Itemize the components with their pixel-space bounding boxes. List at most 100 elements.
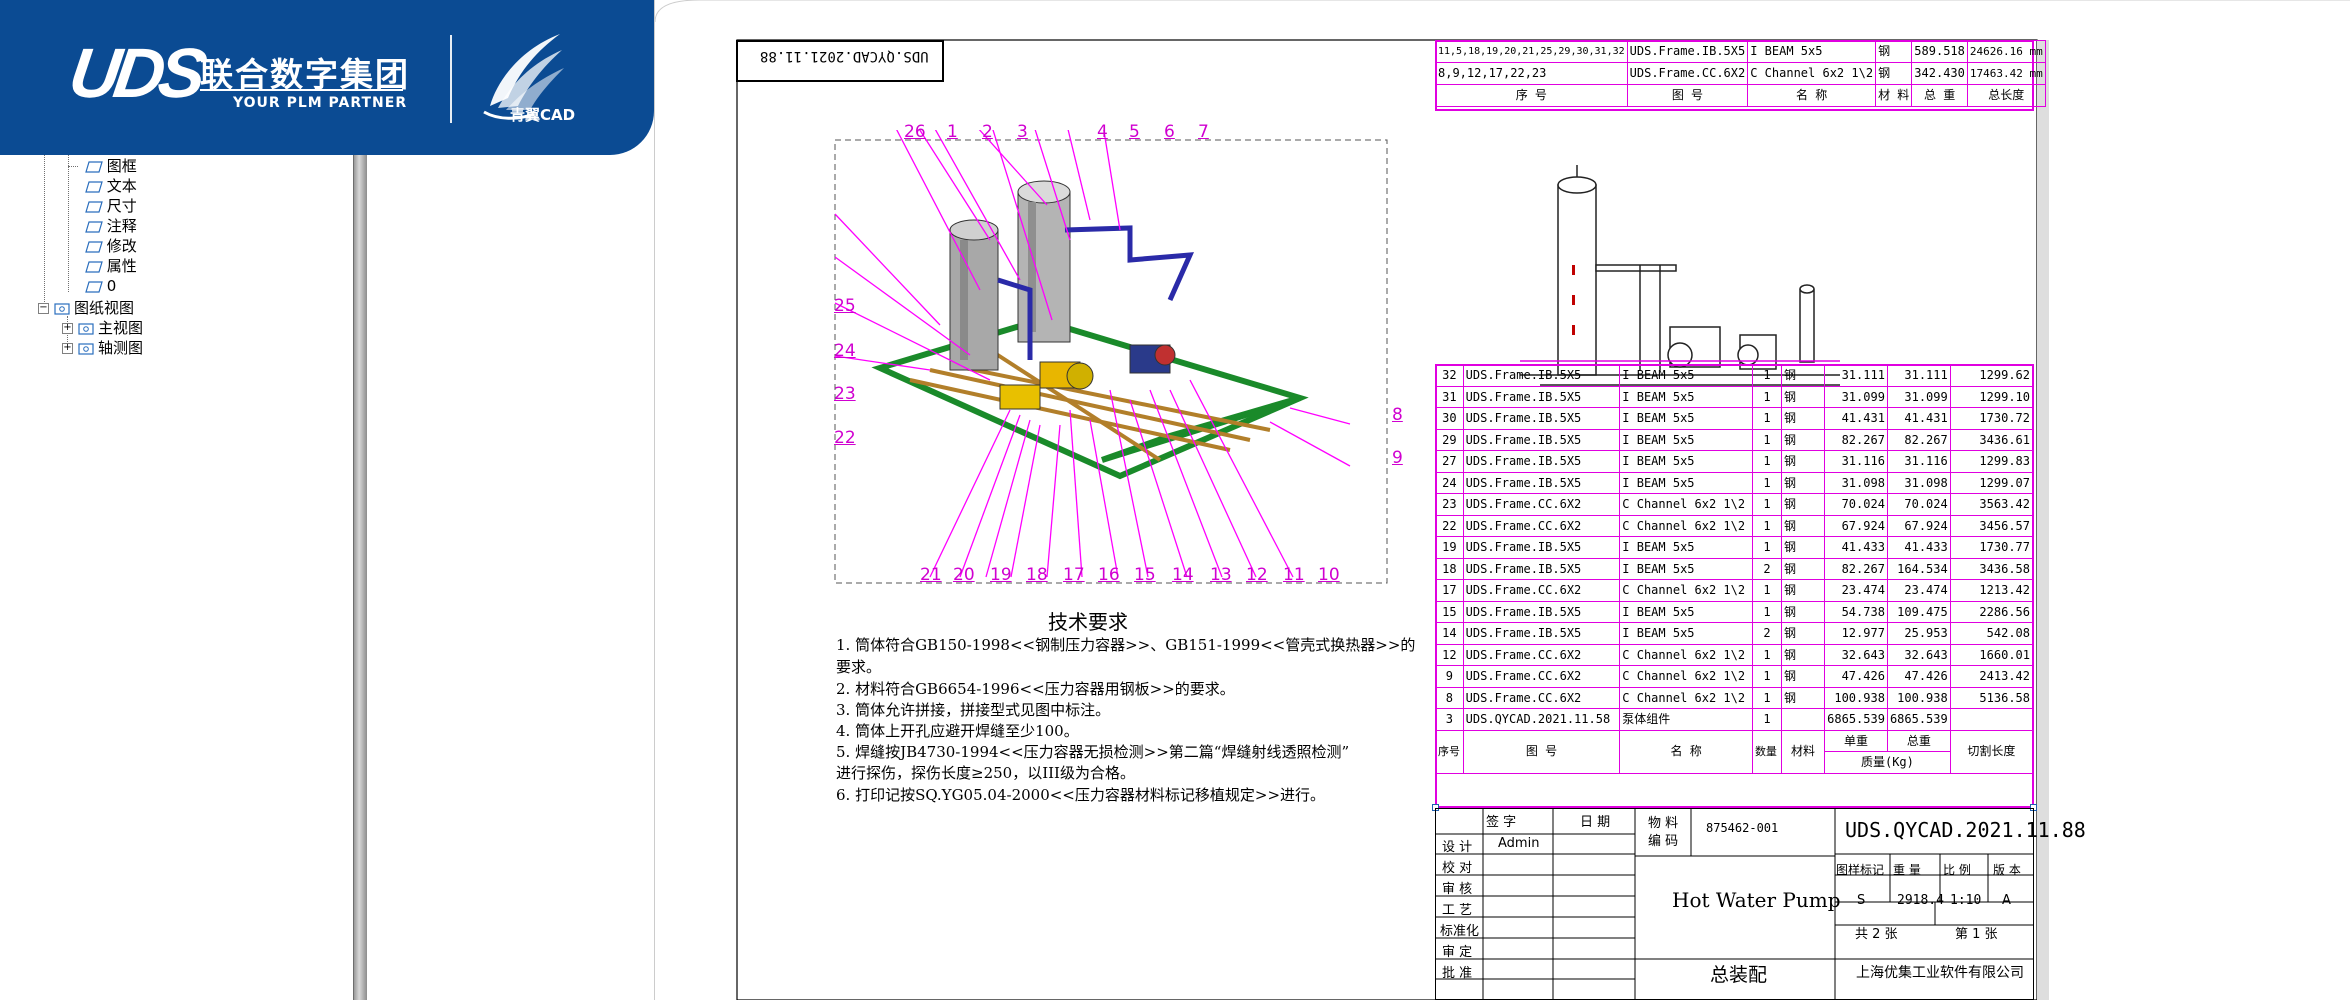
drawing-view-icon xyxy=(78,322,94,335)
bom-cell: 31.111 xyxy=(1886,364,1951,387)
tree-layer-item[interactable]: 修改 xyxy=(68,237,137,255)
bom-cell: 钢 xyxy=(1780,385,1826,408)
tree-views-root[interactable]: 图纸视图 xyxy=(54,299,134,317)
layer-icon xyxy=(84,260,103,273)
tree-view-label: 轴测图 xyxy=(98,339,144,357)
tree-layer-item[interactable]: 尺寸 xyxy=(68,197,137,215)
tb-part-name[interactable]: Hot Water Pump xyxy=(1672,888,1841,912)
bom-cell: 31.116 xyxy=(1824,450,1888,473)
drawing-stamp: UDS.QYCAD.2021.11.88 xyxy=(760,48,929,64)
balloon-label: 14 xyxy=(1172,565,1194,585)
summary-cell: UDS.Frame.IB.5X5 xyxy=(1626,40,1749,63)
tb-audit-label: 审 定 xyxy=(1442,945,1473,960)
tb-scale: 1:10 xyxy=(1950,893,1982,908)
summary-row[interactable]: 11,5,18,19,20,21,25,29,30,31,32 UDS.Fram… xyxy=(1435,40,2046,63)
drawing-canvas[interactable] xyxy=(654,0,2350,1000)
bom-cell: 82.267 xyxy=(1824,557,1888,580)
tree-collapse-toggle[interactable]: − xyxy=(38,302,49,314)
bom-cell: 31 xyxy=(1435,385,1464,408)
summary-table[interactable]: 11,5,18,19,20,21,25,29,30,31,32 UDS.Fram… xyxy=(1435,40,2046,107)
summary-cell: I BEAM 5x5 xyxy=(1747,40,1877,63)
balloon-label: 26 xyxy=(904,122,926,142)
bom-cell: 3456.57 xyxy=(1949,514,2034,537)
bom-header-cell: 总重 xyxy=(1886,729,1951,752)
summary-header-cell: 总 重 xyxy=(1911,84,1968,107)
bom-cell: 82.267 xyxy=(1824,428,1888,451)
tree-layer-item[interactable]: 文本 xyxy=(68,177,137,195)
bom-cell: 1 xyxy=(1751,428,1782,451)
bom-cell: I BEAM 5x5 xyxy=(1619,471,1753,494)
bom-cell: 164.534 xyxy=(1886,557,1951,580)
tree-view-item[interactable]: 轴测图 xyxy=(78,339,143,357)
tb-process-label: 工 艺 xyxy=(1442,903,1473,918)
bom-cell: 1299.62 xyxy=(1949,364,2034,387)
skid-frame xyxy=(871,316,1309,480)
bom-cell: UDS.Frame.CC.6X2 xyxy=(1462,665,1621,688)
tree-expand-toggle[interactable]: + xyxy=(62,342,73,354)
tree-layer-item[interactable]: 注释 xyxy=(68,217,137,235)
tree-expand-toggle[interactable]: + xyxy=(62,322,73,334)
bom-cell: 钢 xyxy=(1780,600,1826,623)
brand-divider xyxy=(450,35,452,123)
front-view[interactable] xyxy=(1520,165,1850,400)
tree-guide xyxy=(68,155,69,292)
tb-designer[interactable]: Admin xyxy=(1498,836,1540,851)
bom-cell: 3436.61 xyxy=(1949,428,2034,451)
tb-sign-header: 签 字 xyxy=(1486,815,1517,830)
tree-layer-label: 尺寸 xyxy=(106,197,137,215)
tb-sheets-total: 共 2 张 xyxy=(1855,927,1898,942)
bom-cell: 钢 xyxy=(1780,364,1826,387)
bom-cell: 54.738 xyxy=(1824,600,1888,623)
tb-material-code[interactable]: 875462-001 xyxy=(1706,821,1779,835)
tree-layer-item[interactable]: 0 xyxy=(68,277,116,295)
note-line: 3. 筒体允许拼接，拼接型式见图中标注。 xyxy=(836,701,1111,719)
bom-header-cell: 材料 xyxy=(1780,729,1826,774)
bom-cell: C Channel 6x2 1\2 xyxy=(1619,665,1753,688)
bom-cell: 1 xyxy=(1751,536,1782,559)
tree-layer-label: 修改 xyxy=(106,237,137,255)
tree-layer-item[interactable]: 图框 xyxy=(68,157,137,175)
summary-header: 序 号 图 号 名 称 材 料 总 重 总长度 xyxy=(1435,84,2046,107)
tree-view-item[interactable]: 主视图 xyxy=(78,319,143,337)
bom-header: 序号 图 号 名 称 数量 材料 单重 总重 切割长度 xyxy=(1435,729,2034,774)
layer-icon xyxy=(84,200,103,213)
note-line: 2. 材料符合GB6654-1996<<压力容器用钢板>>的要求。 xyxy=(836,680,1235,698)
tb-mark: S xyxy=(1857,893,1866,908)
balloon-label: 12 xyxy=(1246,565,1268,585)
balloon-label: 10 xyxy=(1318,565,1340,585)
isometric-view[interactable] xyxy=(830,130,1390,590)
bom-cell: 47.426 xyxy=(1886,665,1951,688)
balloon-label: 6 xyxy=(1164,122,1175,142)
bom-cell: 6865.539 xyxy=(1886,708,1951,731)
brand-name: 联合数字集团 xyxy=(200,55,410,94)
bom-cell: 3436.58 xyxy=(1949,557,2034,580)
tb-drawing-number[interactable]: UDS.QYCAD.2021.11.88 xyxy=(1845,818,2086,842)
bom-cell: 100.938 xyxy=(1886,686,1951,709)
summary-row[interactable]: 8,9,12,17,22,23 UDS.Frame.CC.6X2 C Chann… xyxy=(1435,62,2046,85)
tree-layer-item[interactable]: 属性 xyxy=(68,257,137,275)
bom-header-cell: 图 号 xyxy=(1462,729,1621,774)
bom-cell: UDS.Frame.IB.5X5 xyxy=(1462,622,1621,645)
bom-cell: 82.267 xyxy=(1886,428,1951,451)
bom-cell: 31.099 xyxy=(1824,385,1888,408)
note-line: 进行探伤，探伤长度≥250，以III级为合格。 xyxy=(836,764,1135,782)
bom-header-cell: 数量 xyxy=(1751,729,1782,774)
